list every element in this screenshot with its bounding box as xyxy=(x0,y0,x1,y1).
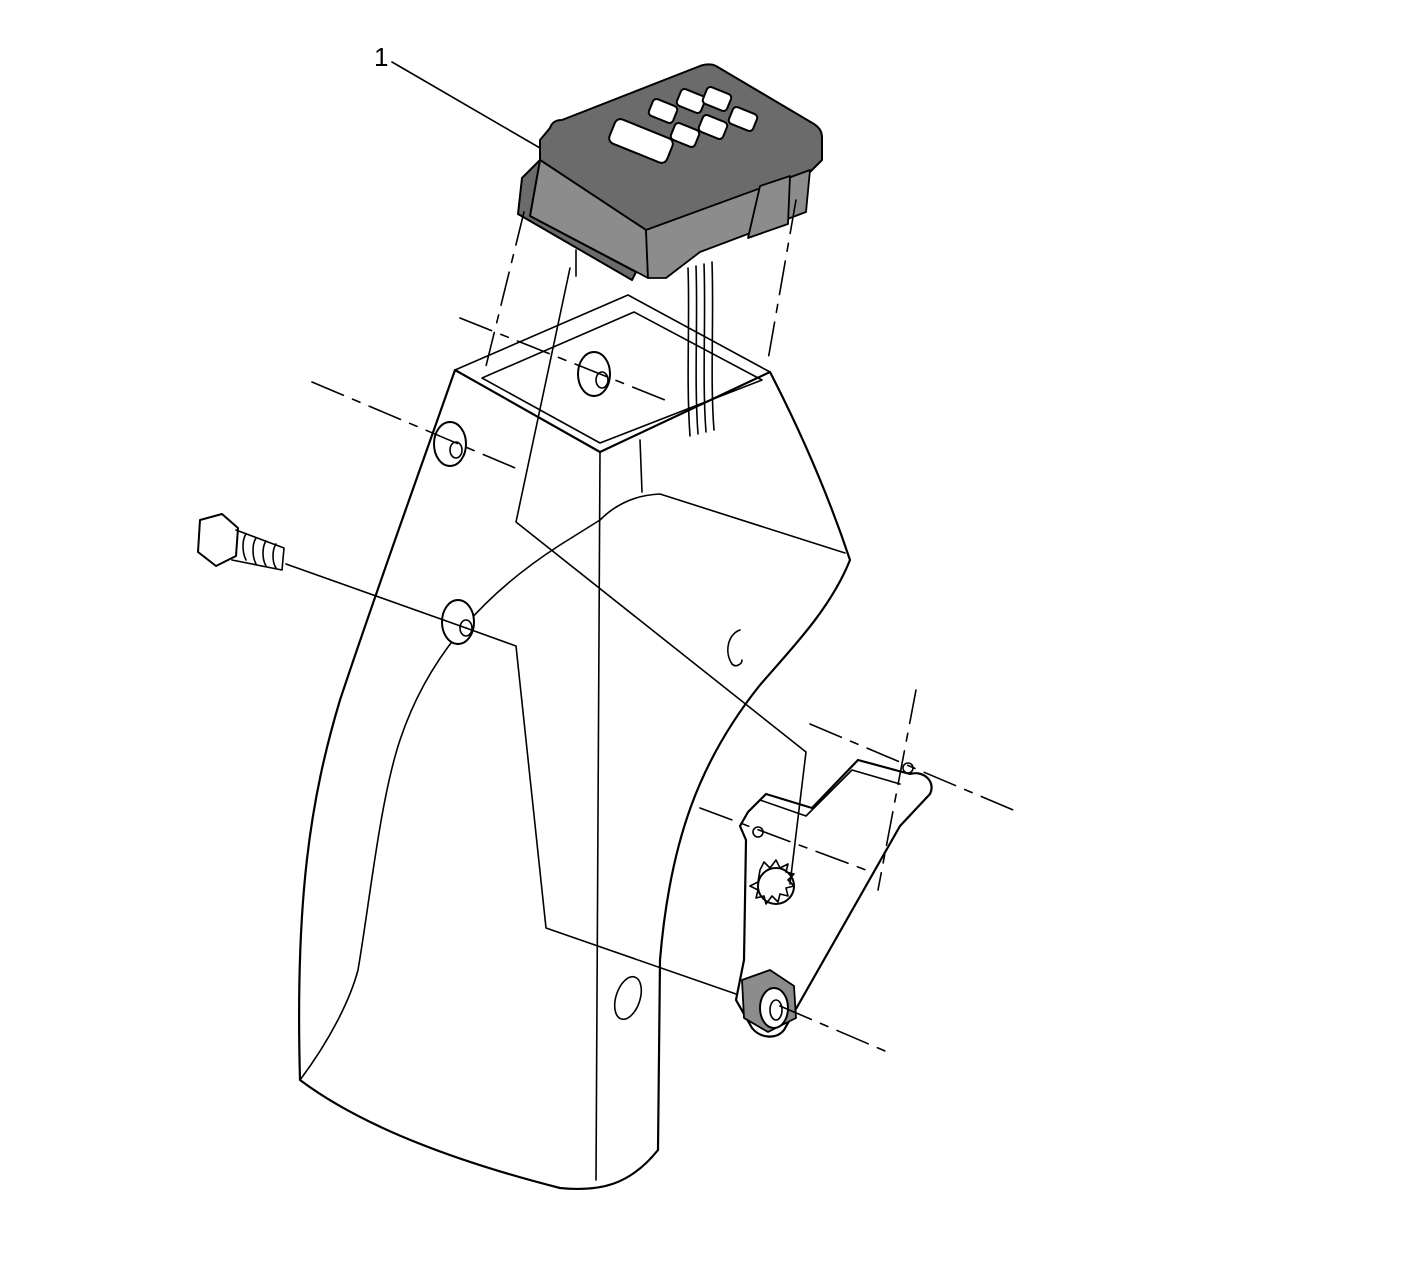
wiring-harness xyxy=(687,261,715,437)
alignment-lines xyxy=(285,199,1019,1055)
callout-number-1: 1 xyxy=(374,42,388,72)
bolt xyxy=(197,513,285,571)
grommet-upper xyxy=(433,421,467,467)
console-housing xyxy=(297,294,852,1191)
grommet-lower xyxy=(441,599,475,645)
callout-leader-1 xyxy=(391,61,541,149)
control-module-1 xyxy=(517,63,823,281)
grommet-inner xyxy=(577,351,611,397)
mounting-bracket xyxy=(734,758,933,1038)
